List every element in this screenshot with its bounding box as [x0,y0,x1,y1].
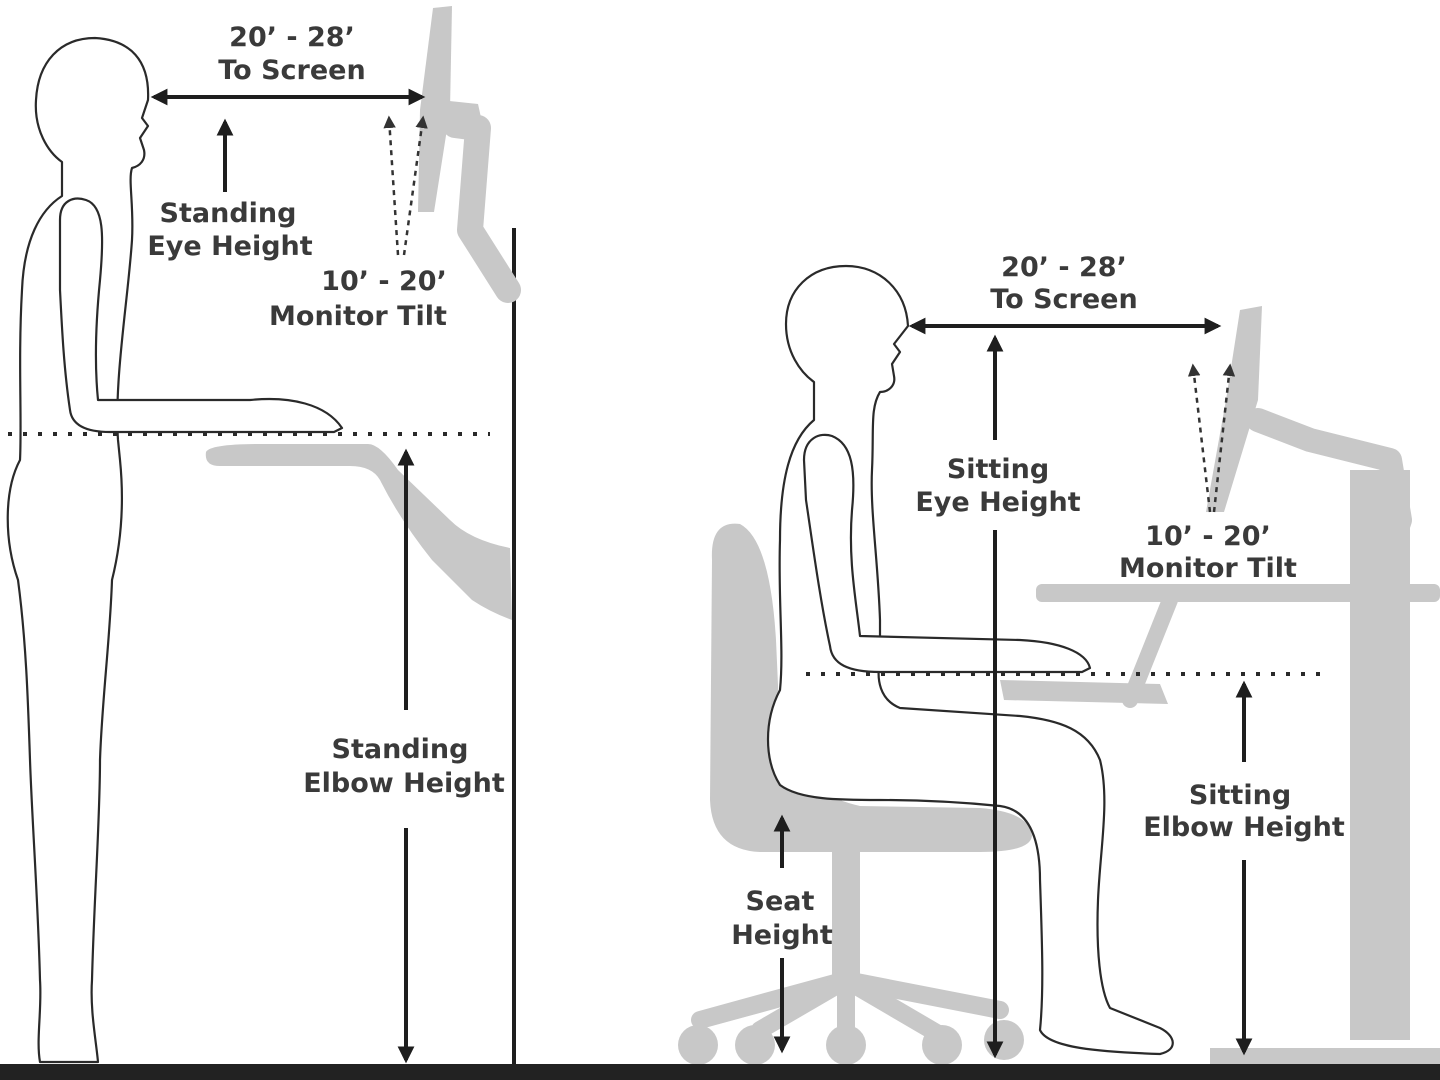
sitting-tilt-label-2: Monitor Tilt [1119,553,1297,584]
sitting-person [766,264,1174,1056]
sitting-distance-label-1: 20’ - 28’ [1001,252,1127,283]
sitting-eye-label-2: Eye Height [915,487,1080,518]
seat-height-label-2: Height [731,920,833,951]
standing-tilt-label-1: 10’ - 20’ [321,266,447,297]
sitting-tilt-label-1: 10’ - 20’ [1145,521,1271,552]
standing-eye-label-2: Eye Height [147,231,312,262]
sitting-monitor-tilt-lines [1187,363,1236,513]
standing-monitor-tilt-lines [383,115,428,256]
standing-elbow-label-2: Elbow Height [303,768,505,799]
standing-tilt-label-2: Monitor Tilt [269,301,447,332]
sitting-scene: 20’ - 28’ To Screen Sitting Eye Height 1… [678,252,1440,1065]
floor [0,1064,1440,1080]
sitting-keyboard-tray [1000,592,1178,708]
seat-height-label-1: Seat [746,886,815,917]
standing-monitor [418,6,521,303]
standing-eye-label-1: Standing [160,198,297,229]
sitting-elbow-label-2: Elbow Height [1143,812,1345,843]
standing-scene: 20’ - 28’ To Screen Standing Eye Height … [6,6,521,1065]
sitting-distance-label-2: To Screen [990,284,1137,315]
standing-elbow-label-1: Standing [332,734,469,765]
standing-person [6,36,344,1064]
sitting-eye-label-1: Sitting [947,454,1049,485]
standing-keyboard-tray [205,444,512,620]
standing-distance-label-1: 20’ - 28’ [229,22,355,53]
standing-distance-label-2: To Screen [218,55,365,86]
sitting-elbow-label-1: Sitting [1189,780,1291,811]
